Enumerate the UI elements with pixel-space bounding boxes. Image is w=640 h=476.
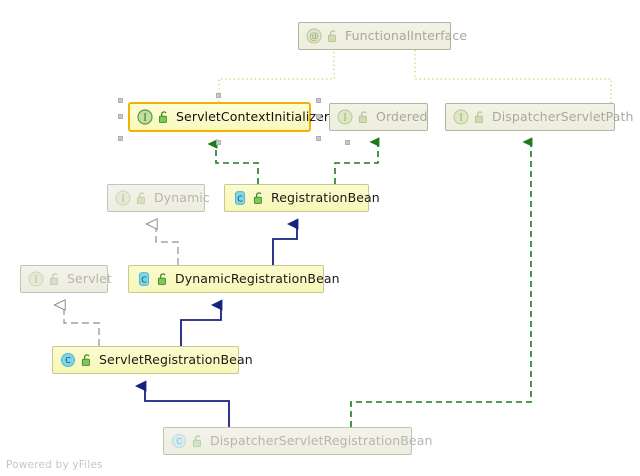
edge-implements-dsrb-dsp — [350, 137, 533, 427]
selection-handle-extra[interactable] — [345, 140, 350, 145]
svg-text:C: C — [176, 437, 182, 446]
node-label: Servlet — [67, 270, 112, 286]
edge-implements-registrationbean-sci — [207, 139, 259, 184]
node-functional-interface[interactable]: @ FunctionalInterface — [298, 22, 467, 50]
edge-implements-srb-servlet — [53, 299, 100, 346]
selection-handle-n[interactable] — [216, 93, 221, 98]
svg-text:C: C — [237, 194, 243, 203]
lock-open-icon — [157, 110, 170, 124]
node-label: RegistrationBean — [271, 189, 380, 205]
edge-annotation-dsp-functionalinterface — [414, 50, 612, 103]
class-c-icon: C — [60, 352, 76, 368]
lock-open-icon — [473, 110, 486, 124]
selection-handle-se[interactable] — [316, 136, 321, 141]
node-servlet-context-initializer[interactable]: I ServletContextInitializer — [128, 102, 329, 132]
annotation-at-icon: @ — [306, 28, 322, 44]
lock-open-icon — [191, 434, 204, 448]
node-servlet[interactable]: I Servlet — [20, 265, 112, 293]
lock-open-icon — [252, 191, 265, 205]
interface-i-icon: I — [337, 109, 353, 125]
node-registration-bean[interactable]: C RegistrationBean — [224, 184, 380, 212]
interface-i-icon: I — [115, 190, 131, 206]
lock-open-icon — [80, 353, 93, 367]
svg-text:I: I — [143, 113, 147, 123]
selection-handle-w[interactable] — [118, 114, 123, 119]
powered-by-watermark: Powered by yFiles — [6, 459, 103, 471]
lock-open-icon — [156, 272, 169, 286]
node-servlet-registration-bean[interactable]: C ServletRegistrationBean — [52, 346, 253, 374]
node-label: FunctionalInterface — [345, 27, 468, 43]
edge-extends-dsrb-srb — [135, 380, 230, 427]
lock-open-icon — [135, 191, 148, 205]
edge-extends-drb-registrationbean — [272, 218, 299, 265]
edge-annotation-sci-functionalinterface — [218, 50, 335, 102]
node-label: ServletRegistrationBean — [99, 351, 253, 367]
node-label: DispatcherServletRegistrationBean — [210, 432, 433, 448]
node-label: DynamicRegistrationBean — [175, 270, 340, 286]
node-dispatcher-servlet-path[interactable]: I DispatcherServletPath — [445, 103, 633, 131]
interface-i-icon: I — [28, 271, 44, 287]
interface-i-icon: I — [453, 109, 469, 125]
node-ordered[interactable]: I Ordered — [329, 103, 428, 131]
class-c-icon: C — [171, 433, 187, 449]
lock-open-icon — [357, 110, 370, 124]
svg-text:C: C — [141, 275, 147, 284]
node-dynamic-registration-bean[interactable]: C DynamicRegistrationBean — [128, 265, 340, 293]
node-label: DispatcherServletPath — [492, 108, 634, 124]
edge-implements-registrationbean-ordered — [334, 137, 380, 184]
node-label: Ordered — [376, 108, 428, 124]
selection-handle-s[interactable] — [216, 140, 221, 145]
edge-extends-srb-drb — [180, 299, 223, 346]
edge-implements-drb-dynamic — [145, 218, 179, 265]
svg-text:C: C — [65, 356, 71, 365]
node-dispatcher-servlet-registration-bean[interactable]: C DispatcherServletRegistrationBean — [163, 427, 432, 455]
selection-handle-sw[interactable] — [118, 136, 123, 141]
lock-open-icon — [326, 29, 339, 43]
svg-text:I: I — [343, 113, 347, 123]
lock-open-icon — [48, 272, 61, 286]
selection-handle-nw[interactable] — [118, 98, 123, 103]
svg-text:I: I — [459, 113, 463, 123]
svg-text:@: @ — [309, 32, 319, 43]
node-dynamic[interactable]: I Dynamic — [107, 184, 210, 212]
node-label: Dynamic — [154, 189, 210, 205]
svg-text:I: I — [121, 194, 125, 204]
class-c-icon: C — [232, 190, 248, 206]
svg-text:I: I — [34, 275, 38, 285]
class-c-icon: C — [136, 271, 152, 287]
node-label: ServletContextInitializer — [176, 108, 330, 124]
selection-handle-e[interactable] — [316, 114, 321, 119]
interface-i-icon: I — [137, 109, 153, 125]
selection-handle-ne[interactable] — [316, 98, 321, 103]
